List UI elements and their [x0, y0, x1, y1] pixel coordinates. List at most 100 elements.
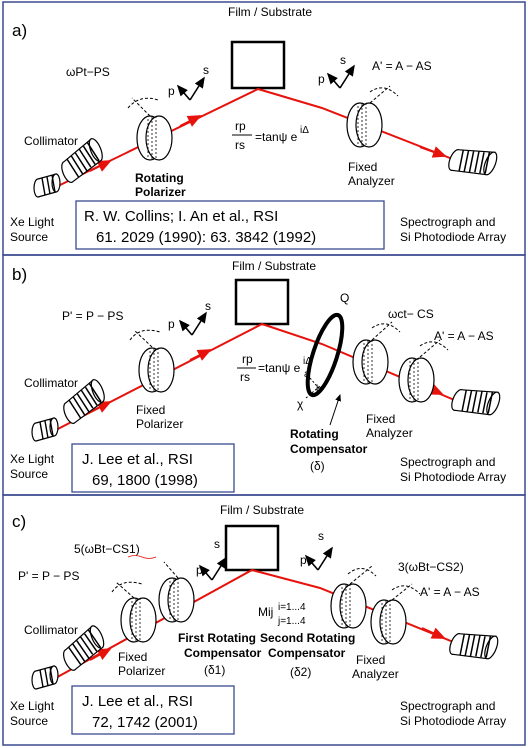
- light-beam: [51, 568, 479, 681]
- source-label-1: Xe Light: [10, 699, 55, 713]
- panel-c-tag: c): [12, 512, 26, 531]
- source-label-2: Source: [10, 467, 48, 481]
- detector-label-1: Spectrograph and: [400, 215, 495, 229]
- svg-text:χ: χ: [297, 397, 304, 411]
- reference-box: [75, 200, 385, 250]
- polarizer-label-2: Polarizer: [135, 185, 186, 199]
- film-substrate-box: [230, 40, 286, 90]
- polarizer-angle-label: P' = P − PS: [18, 569, 79, 583]
- svg-text:s: s: [203, 63, 209, 77]
- ratio-rhs: =tanψ e: [255, 130, 298, 144]
- mueller-j: j=1...4: [277, 616, 306, 627]
- comp1-label-2: Compensator: [184, 646, 262, 660]
- ratio-rhs: =tanψ e: [258, 361, 301, 375]
- source-label-2: Source: [10, 230, 48, 244]
- collimator-label: Collimator: [24, 376, 78, 390]
- polarizer-label-2: Polarizer: [136, 417, 183, 431]
- svg-text:p: p: [196, 563, 203, 577]
- polarizer-angle-label: ωPt−PS: [66, 65, 110, 79]
- ratio-exp: iΔ: [303, 356, 312, 367]
- detector-label-2: Si Photodiode Array: [400, 470, 506, 484]
- detector-label-2: Si Photodiode Array: [400, 230, 506, 244]
- svg-text:Q: Q: [340, 291, 349, 305]
- detector-icon: [448, 376, 504, 426]
- second-compensator-icon: [330, 583, 367, 629]
- analyzer-angle-label: A' = A − AS: [372, 59, 432, 73]
- reference-line-1: R. W. Collins; I. An et al., RSI: [84, 208, 278, 225]
- rotating-compensator-icon: [352, 339, 389, 385]
- polarizer-label-1: Fixed: [118, 650, 147, 664]
- collimator-label: Collimator: [24, 134, 78, 148]
- source-label-1: Xe Light: [10, 215, 55, 229]
- film-substrate-label: Film / Substrate: [220, 503, 304, 517]
- rotating-polarizer-icon: [136, 115, 173, 161]
- reference-box: [71, 443, 235, 493]
- analyzer-label-1: Fixed: [366, 412, 395, 426]
- reference-line-2: 69, 1800 (1998): [92, 472, 198, 489]
- fixed-analyzer-icon: [370, 599, 407, 645]
- xe-light-source-icon: [33, 173, 61, 198]
- film-substrate-box: [224, 524, 280, 572]
- polarization-ellipse: [305, 312, 345, 398]
- mueller-i: i=1...4: [278, 602, 306, 613]
- comp1-angle-label: 5(ωBt−CS1): [74, 542, 140, 556]
- fixed-polarizer-icon: [138, 347, 175, 393]
- ratio-den: rs: [240, 370, 250, 384]
- comp2-label-3: (δ2): [290, 665, 311, 679]
- panel-b: b) Film / Substrate Q a b χ p s P' = P −…: [10, 259, 506, 493]
- collimator-label: Collimator: [24, 623, 78, 637]
- comp2-label-1: Second Rotating: [260, 631, 355, 645]
- comp2-label-2: Compensator: [268, 646, 346, 660]
- compensator-angle-label: ωct− CS: [388, 307, 434, 321]
- analyzer-label-2: Analyzer: [352, 667, 399, 681]
- fixed-polarizer-icon: [120, 597, 157, 643]
- compensator-label-1: Rotating: [290, 427, 339, 441]
- svg-text:b: b: [316, 384, 322, 395]
- film-substrate-label: Film / Substrate: [228, 5, 312, 19]
- comp2-angle-label: 3(ωBt−CS2): [398, 560, 464, 574]
- svg-text:s: s: [214, 537, 220, 551]
- panel-b-tag: b): [12, 265, 27, 284]
- panel-a-tag: a): [12, 21, 27, 40]
- svg-text:s: s: [318, 529, 324, 543]
- compensator-label-2: Compensator: [290, 442, 368, 456]
- film-substrate-box: [234, 278, 290, 326]
- comp1-label-1: First Rotating: [178, 631, 256, 645]
- fixed-analyzer-icon: [398, 357, 435, 403]
- reference-line-1: J. Lee et al., RSI: [82, 693, 193, 710]
- ratio-den: rs: [235, 138, 245, 152]
- svg-text:s: s: [205, 299, 211, 313]
- detector-label-1: Spectrograph and: [400, 699, 495, 713]
- fixed-analyzer-icon: [346, 102, 383, 148]
- detector-icon: [446, 620, 502, 670]
- polarizer-label-1: Fixed: [136, 403, 165, 417]
- analyzer-angle-label: A' = A − AS: [434, 329, 494, 343]
- analyzer-label-1: Fixed: [356, 653, 385, 667]
- analyzer-label-2: Analyzer: [366, 426, 413, 440]
- reference-line-1: J. Lee et al., RSI: [82, 451, 193, 468]
- reference-box: [71, 685, 235, 735]
- detector-label-2: Si Photodiode Array: [400, 714, 506, 728]
- panel-c-frame: [2, 494, 526, 746]
- detector-label-1: Spectrograph and: [400, 455, 495, 469]
- xe-light-source-icon: [31, 665, 59, 690]
- xe-light-source-icon: [31, 417, 59, 442]
- film-substrate-label: Film / Substrate: [232, 259, 316, 273]
- detector-icon: [445, 136, 501, 186]
- polarizer-label-2: Polarizer: [118, 664, 165, 678]
- svg-text:p: p: [318, 72, 325, 86]
- mueller-symbol: Mij: [258, 605, 273, 619]
- svg-text:p: p: [300, 553, 307, 567]
- analyzer-label-2: Analyzer: [348, 174, 395, 188]
- svg-text:s: s: [340, 53, 346, 67]
- svg-text:p: p: [168, 84, 175, 98]
- analyzer-angle-label: A' = A − AS: [420, 585, 480, 599]
- reference-line-2: 61. 2029 (1990): 63. 3842 (1992): [96, 229, 316, 246]
- svg-text:a: a: [304, 369, 310, 380]
- polarizer-label-1: Rotating: [135, 171, 184, 185]
- source-label-1: Xe Light: [10, 452, 55, 466]
- comp1-label-3: (δ1): [204, 663, 225, 677]
- ratio-num: rp: [235, 119, 246, 133]
- first-compensator-icon: [158, 577, 195, 623]
